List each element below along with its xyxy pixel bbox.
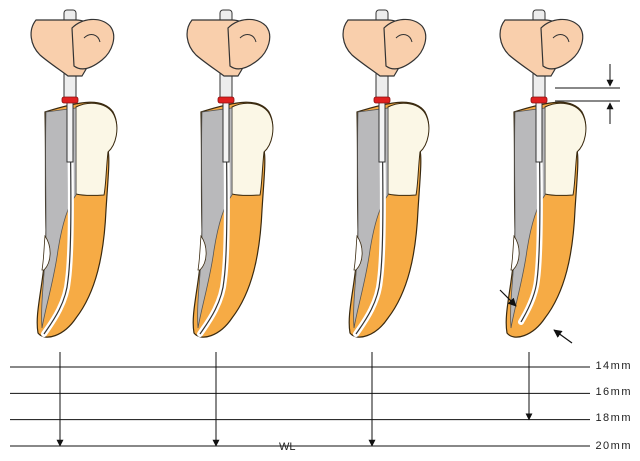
panel-2 — [187, 10, 273, 337]
apex-arrow-right — [554, 330, 572, 343]
rubber-stopper-icon — [374, 97, 390, 103]
thumb — [72, 19, 114, 68]
file-upper-shank — [67, 102, 73, 162]
thumb — [384, 19, 426, 68]
panel-4 — [500, 10, 586, 337]
rubber-stopper-icon — [62, 97, 78, 103]
file-upper-shank — [379, 102, 385, 162]
file-upper-shank — [223, 102, 229, 162]
rubber-stopper-icon — [531, 97, 547, 103]
rubber-stopper-icon — [218, 97, 234, 103]
working-length-label: WL — [279, 441, 296, 453]
scale-label-18mm: 18mm — [595, 412, 632, 424]
scale-label-14mm: 14mm — [595, 360, 632, 372]
tooth-enamel — [388, 103, 429, 195]
scale-label-20mm: 20mm — [595, 440, 632, 452]
panel-3 — [343, 10, 429, 337]
panel-1 — [31, 10, 117, 337]
tooth-enamel — [545, 103, 586, 195]
tooth-enamel — [232, 103, 273, 195]
tooth-enamel — [76, 103, 117, 195]
thumb — [228, 19, 270, 68]
file-upper-shank — [536, 102, 542, 162]
thumb — [541, 19, 583, 68]
scale-label-16mm: 16mm — [595, 386, 632, 398]
